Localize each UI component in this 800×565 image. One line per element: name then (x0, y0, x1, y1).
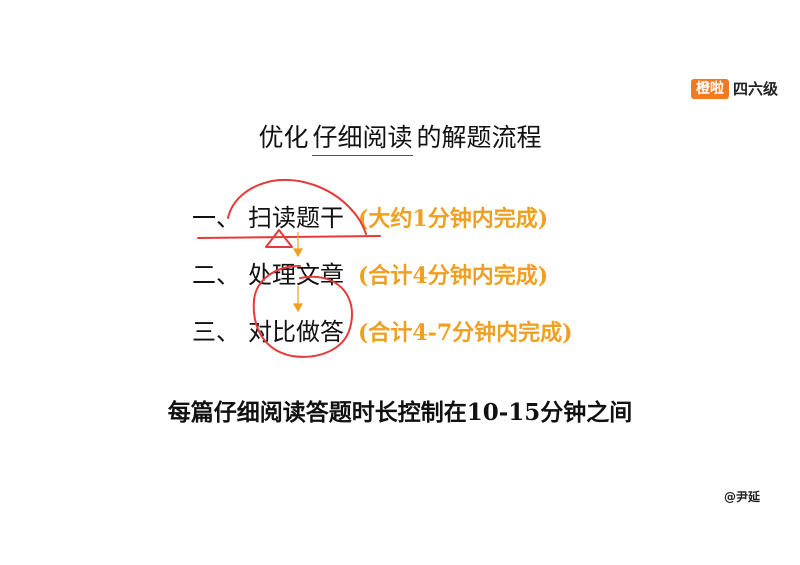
page-title: 优化仔细阅读的解题流程 (0, 118, 800, 156)
brand-badge: 橙啦 四六级 (690, 78, 778, 99)
title-underlined: 仔细阅读 (312, 123, 413, 156)
step-3-number: 三、 (192, 318, 240, 346)
step-3-time: (合计4-7分钟内完成) (358, 320, 573, 346)
step-2-label: 处理文章 (248, 261, 344, 289)
title-suffix: 的解题流程 (416, 123, 542, 152)
brand-text: 四六级 (732, 80, 778, 98)
author-tag: @尹延 (723, 490, 760, 504)
arrow-head-2 (292, 303, 304, 313)
step-1: 一、 扫读题干 (大约1分钟内完成) (192, 198, 548, 233)
step-2-number: 二、 (192, 261, 240, 289)
step-1-label: 扫读题干 (248, 204, 344, 232)
step-1-time: (大约1分钟内完成) (358, 206, 549, 232)
title-prefix: 优化 (258, 123, 309, 152)
step-3: 三、 对比做答 (合计4-7分钟内完成) (192, 312, 573, 347)
underline-stroke (197, 235, 381, 239)
brand-logo: 橙啦 (690, 78, 729, 99)
step-2-time: (合计4分钟内完成) (358, 263, 549, 289)
step-1-number: 一、 (192, 204, 240, 232)
step-3-label: 对比做答 (248, 318, 344, 346)
step-2: 二、 处理文章 (合计4分钟内完成) (192, 255, 548, 290)
summary-text: 每篇仔细阅读答题时长控制在10-15分钟之间 (167, 399, 633, 426)
